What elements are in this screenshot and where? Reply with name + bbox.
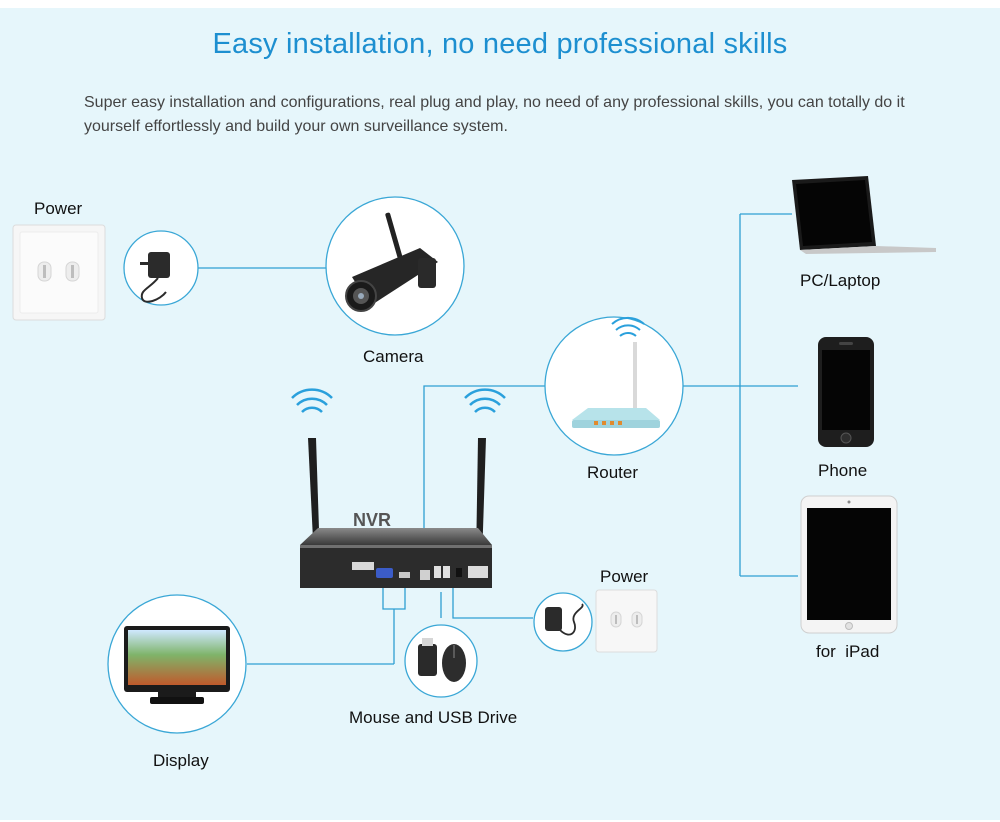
mouse-icon — [404, 624, 478, 698]
router-label: Router — [587, 463, 639, 482]
vga-hdmi-bracket — [382, 588, 406, 610]
wall-socket-icon — [12, 224, 106, 321]
power-adapter-bottom-icon — [533, 592, 593, 652]
phone-label: Phone — [818, 461, 868, 480]
nvr-to-power-line — [452, 585, 533, 619]
ipad-label: for iPad — [816, 642, 880, 661]
bullet-camera-icon — [325, 196, 465, 336]
tablet-icon — [800, 495, 898, 634]
power-bottom-label: Power — [600, 567, 649, 586]
laptop-icon — [792, 176, 936, 254]
display-label: Display — [153, 751, 209, 770]
wall-socket-bottom-icon — [595, 589, 658, 653]
connector-lines — [198, 213, 798, 665]
nvr-left-wifi-signal — [291, 388, 333, 413]
camera-label: Camera — [363, 347, 424, 366]
nvr-box-icon — [291, 388, 506, 588]
page-description: Super easy installation and configuratio… — [84, 94, 905, 135]
page-title: Easy installation, no need professional … — [212, 28, 788, 60]
nvr-to-router-line — [423, 385, 546, 578]
phone-icon — [818, 337, 874, 447]
nvr-label: NVR — [353, 510, 392, 530]
power-adapter-icon — [123, 230, 199, 306]
mouse-usb-label: Mouse and USB Drive — [349, 708, 518, 727]
monitor-icon — [107, 594, 247, 734]
router-icon — [544, 316, 684, 456]
usb-drive-icon — [418, 644, 437, 676]
nvr-right-wifi-signal — [464, 388, 506, 413]
router-wifi-signal — [611, 316, 645, 337]
power-top-label: Power — [34, 199, 83, 218]
pc-laptop-label: PC/Laptop — [800, 271, 881, 290]
